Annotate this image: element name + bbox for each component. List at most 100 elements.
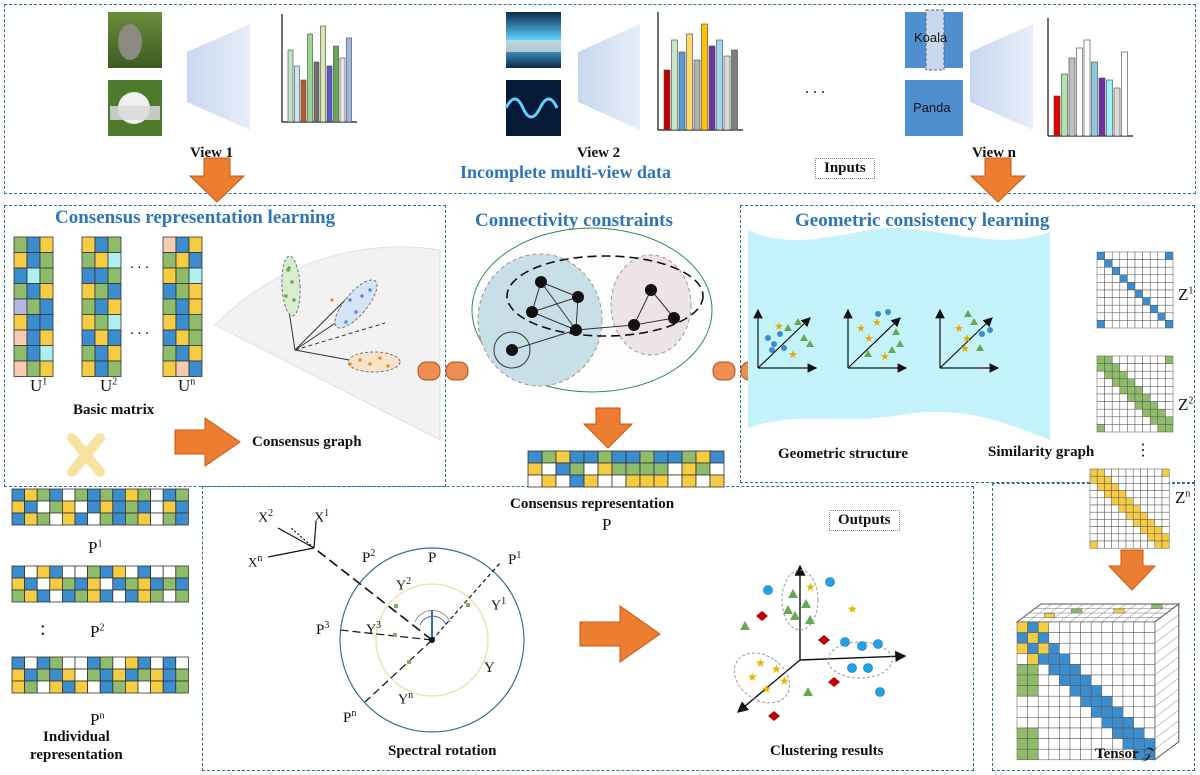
pn-matrix-cell bbox=[87, 656, 101, 670]
p1-matrix-cell bbox=[175, 488, 189, 502]
koala-text: Koala bbox=[914, 30, 948, 45]
z2-matrix-cell bbox=[1111, 424, 1121, 433]
zn-matrix-cell bbox=[1118, 468, 1127, 477]
pn-matrix-cell bbox=[112, 668, 126, 682]
tensor-cell bbox=[1080, 695, 1092, 708]
z1-matrix-cell bbox=[1165, 312, 1174, 321]
z1-matrix-cell bbox=[1165, 320, 1174, 329]
geo-star: ★ bbox=[954, 323, 964, 335]
pn-matrix-cell bbox=[74, 680, 89, 694]
p1-matrix-cell bbox=[36, 500, 51, 514]
zn-matrix-cell bbox=[1118, 504, 1127, 513]
geo-triangle bbox=[864, 350, 872, 357]
u1-matrix-cell bbox=[26, 360, 41, 377]
z1-matrix-cell bbox=[1149, 320, 1159, 329]
un-matrix-cell bbox=[188, 329, 203, 346]
z2-matrix-cell bbox=[1165, 355, 1174, 364]
z2-matrix-cell bbox=[1165, 386, 1174, 395]
un-matrix-cell bbox=[162, 252, 177, 269]
tensor-cell bbox=[1090, 695, 1103, 708]
zn-matrix-cell bbox=[1125, 519, 1134, 527]
p1-matrix-cell bbox=[137, 512, 152, 526]
z1-matrix-cell bbox=[1111, 274, 1121, 283]
u1-matrix-cell bbox=[13, 298, 28, 315]
p1-matrix-cell bbox=[74, 512, 89, 526]
tensor-side-line bbox=[1154, 699, 1179, 718]
zn-matrix-cell bbox=[1161, 483, 1170, 491]
tensor-cell bbox=[1048, 717, 1060, 729]
p2-matrix-cell bbox=[175, 565, 189, 579]
u2-matrix-cell bbox=[94, 329, 109, 346]
histogram-bar bbox=[307, 33, 313, 123]
koala-photo-body bbox=[118, 24, 142, 60]
zn-matrix-cell bbox=[1111, 511, 1120, 520]
geo-star: ★ bbox=[788, 349, 798, 361]
tensor-top-cell bbox=[1071, 608, 1083, 614]
u1-matrix-cell bbox=[13, 283, 28, 300]
pn-matrix-cell bbox=[36, 656, 51, 670]
u1-matrix-cell bbox=[39, 252, 54, 269]
z1-matrix-cell bbox=[1111, 289, 1121, 298]
zn-matrix-cell bbox=[1111, 475, 1120, 484]
p1-individual-label: P1 bbox=[88, 538, 103, 557]
zn-matrix-cell bbox=[1147, 475, 1156, 484]
p2-matrix-cell bbox=[62, 565, 76, 579]
zn-matrix-cell bbox=[1140, 540, 1148, 549]
p1-matrix-cell bbox=[112, 500, 126, 514]
zn-matrix-cell bbox=[1161, 540, 1170, 549]
pn-matrix-cell bbox=[36, 668, 51, 682]
pn-matrix-cell bbox=[162, 656, 177, 670]
z1-matrix-cell bbox=[1111, 304, 1121, 314]
z2-matrix-cell bbox=[1157, 393, 1166, 402]
z1-matrix-cell bbox=[1119, 274, 1128, 283]
spectral-outer-circle bbox=[339, 547, 525, 733]
cluster-ellipse-blue bbox=[334, 279, 378, 329]
z1-matrix-cell bbox=[1149, 304, 1159, 314]
z2-matrix-cell bbox=[1165, 416, 1174, 425]
z1-matrix-cell bbox=[1142, 251, 1151, 260]
un-matrix-cell bbox=[162, 298, 177, 315]
p2-matrix-cell bbox=[137, 577, 152, 591]
tensor-cell bbox=[1069, 738, 1081, 750]
tensor-cell bbox=[1080, 738, 1092, 750]
tensor-cell bbox=[1090, 706, 1103, 718]
zn-matrix-cell bbox=[1125, 533, 1134, 542]
zn-matrix-cell bbox=[1161, 475, 1170, 484]
inputs-badge: Inputs bbox=[815, 158, 875, 179]
zn-matrix-cell bbox=[1147, 533, 1156, 542]
z2-matrix-cell bbox=[1096, 393, 1105, 402]
p1-matrix-cell bbox=[11, 512, 26, 526]
z1-matrix-cell bbox=[1157, 289, 1166, 298]
z1-matrix-cell bbox=[1165, 304, 1174, 314]
histogram-bar bbox=[678, 51, 686, 131]
consensus-representation-cell bbox=[597, 450, 613, 464]
similarity-graph-label: Similarity graph bbox=[988, 444, 1095, 460]
u2-matrix-cell bbox=[107, 252, 122, 269]
z2-matrix-cell bbox=[1119, 355, 1128, 364]
p1-matrix-cell bbox=[62, 512, 76, 526]
p1-matrix-cell bbox=[125, 512, 139, 526]
pn-matrix-cell bbox=[125, 656, 139, 670]
z1-matrix-cell bbox=[1142, 320, 1151, 329]
graph-point bbox=[368, 362, 372, 366]
geo-triangle bbox=[800, 334, 808, 341]
zn-matrix-cell bbox=[1132, 490, 1141, 499]
histogram-bar bbox=[320, 25, 326, 123]
u2-matrix-cell bbox=[81, 298, 96, 315]
zn-matrix-cell bbox=[1111, 504, 1120, 513]
tensor-cell bbox=[1101, 653, 1113, 665]
zn-matrix-cell bbox=[1118, 519, 1127, 527]
geo-triangle bbox=[892, 328, 900, 335]
zn-matrix-cell bbox=[1140, 504, 1148, 513]
tensor-cell bbox=[1143, 695, 1156, 708]
zn-matrix-cell bbox=[1161, 511, 1170, 520]
geo-triangle bbox=[970, 318, 978, 325]
z1-matrix-cell bbox=[1119, 320, 1128, 329]
z2-matrix-cell bbox=[1149, 378, 1159, 387]
z2-matrix-cell bbox=[1111, 378, 1121, 387]
un-matrix-cell bbox=[162, 267, 177, 284]
geo-triangle bbox=[806, 340, 814, 347]
consensus-representation-cell bbox=[625, 450, 641, 464]
geo-circle bbox=[987, 327, 993, 333]
tensor-cell bbox=[1133, 653, 1145, 665]
